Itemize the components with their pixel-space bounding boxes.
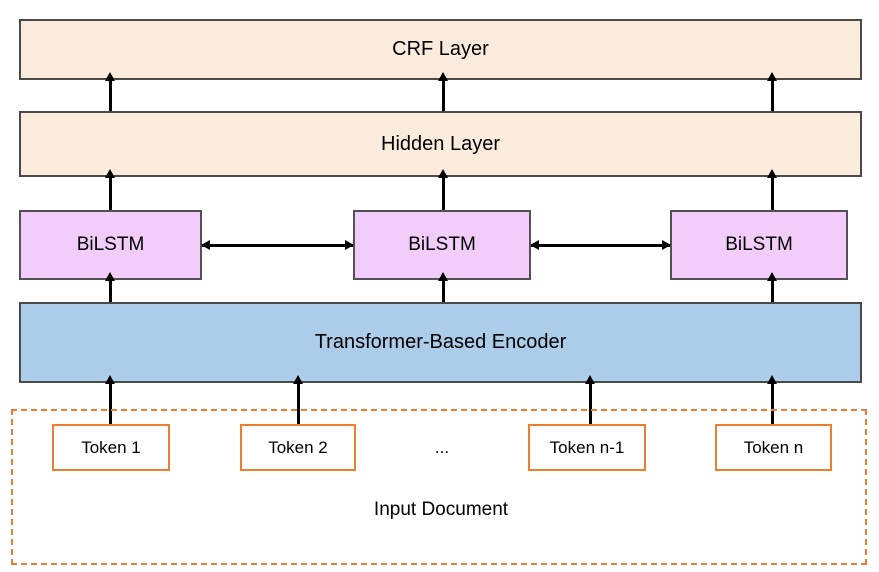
bilstm-cell-3: BiLSTM [670,210,848,280]
token-box-2-label: Token 2 [268,437,328,457]
token-box-n-minus-1: Token n-1 [528,424,646,471]
token-box-n-minus-1-label: Token n-1 [549,437,625,457]
token-box-n-label: Token n [743,437,804,457]
transformer-encoder-box: Transformer-Based Encoder [19,302,862,383]
token-ellipsis: ... [434,437,450,457]
hidden-layer-box: Hidden Layer [19,111,862,177]
token-box-1: Token 1 [52,424,170,471]
input-document-label: Input Document [373,499,509,520]
hidden-layer-label: Hidden Layer [381,132,500,155]
bilstm-cell-2: BiLSTM [353,210,531,280]
input-document-container: Input Document [11,409,867,565]
bilstm-cell-1-label: BiLSTM [76,234,145,256]
crf-layer-label: CRF Layer [392,38,489,60]
token-box-1-label: Token 1 [81,437,141,457]
bilstm-cell-3-label: BiLSTM [725,234,793,256]
token-box-2: Token 2 [240,424,356,471]
crf-layer-box: CRF Layer [19,19,862,80]
transformer-encoder-label: Transformer-Based Encoder [314,331,567,353]
bilstm-cell-2-label: BiLSTM [408,234,476,256]
bilstm-cell-1: BiLSTM [19,210,202,280]
token-box-n: Token n [715,424,832,471]
